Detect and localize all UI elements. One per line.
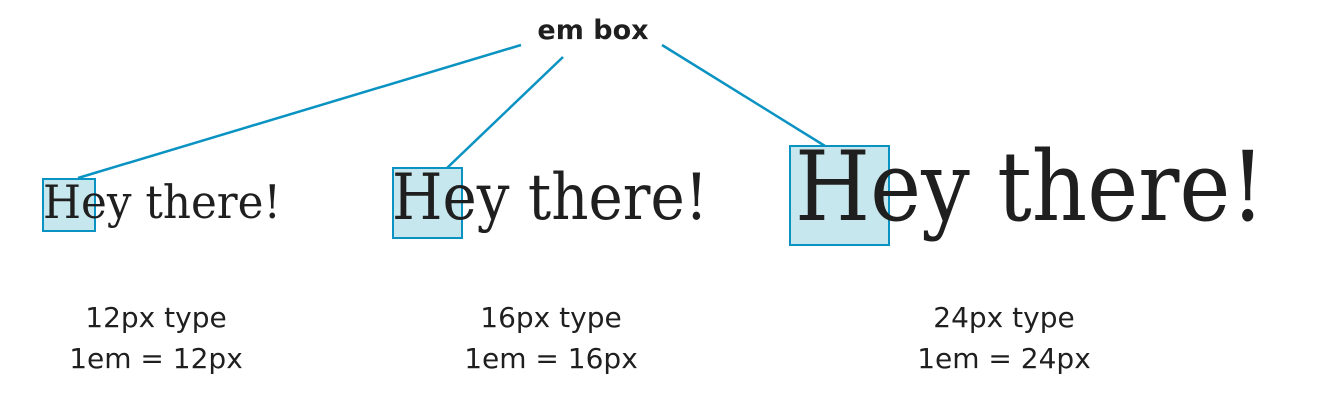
caption-em-medium: 1em = 16px [464,342,638,375]
leader-line-medium [446,56,564,169]
em-box-medium [392,167,463,239]
caption-size-small: 12px type [85,301,226,334]
sample-text-small: Hey there! [43,175,281,229]
caption-em-small: 1em = 12px [69,342,243,375]
sample-text-large: Hey there! [795,131,1265,243]
em-box-small [42,178,96,232]
caption-size-medium: 16px type [480,301,621,334]
caption-size-large: 24px type [933,301,1074,334]
em-box-large [789,145,890,246]
leader-line-large [661,43,826,148]
callout-label: em box [537,15,648,46]
leader-line-small [77,43,522,180]
sample-text-medium: Hey there! [392,161,708,235]
caption-em-large: 1em = 24px [917,342,1091,375]
